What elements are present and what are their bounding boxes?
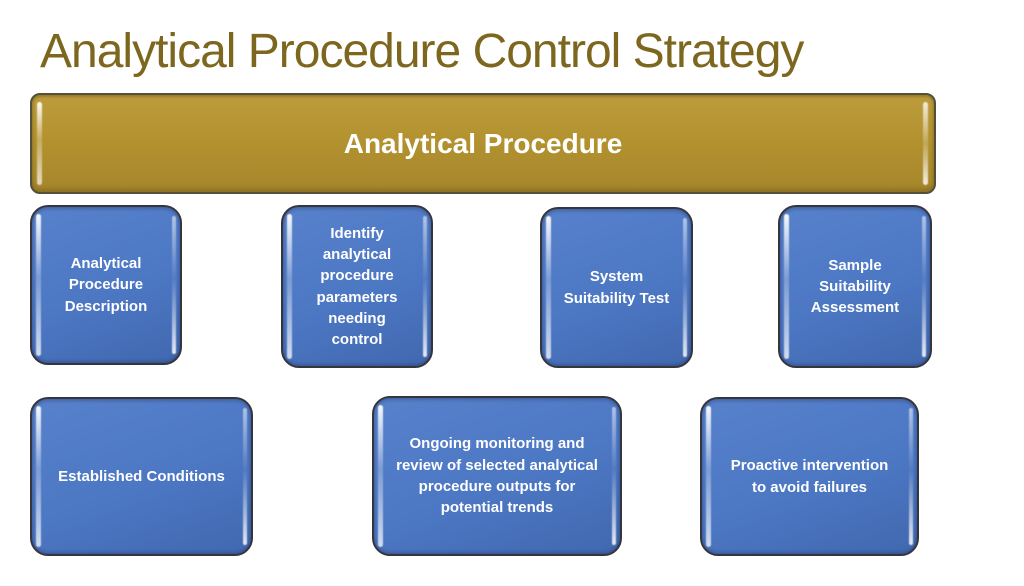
box-proactive-intervention: Proactive intervention to avoid failures xyxy=(700,397,919,556)
box-label: Proactive intervention to avoid failures xyxy=(730,457,889,496)
box-label: Identify analytical procedure parameters… xyxy=(316,224,398,349)
banner-analytical-procedure: Analytical Procedure xyxy=(30,93,936,194)
box-label: Sample Suitability Assessment xyxy=(810,256,900,317)
box-identify-parameters-needing-control: Identify analytical procedure parameters… xyxy=(281,205,433,368)
box-label: Analytical Procedure Description xyxy=(64,255,148,315)
box-label: Established Conditions xyxy=(58,467,225,485)
box-analytical-procedure-description: Analytical Procedure Description xyxy=(30,205,182,365)
box-ongoing-monitoring-review: Ongoing monitoring and review of selecte… xyxy=(372,396,622,556)
banner-label: Analytical Procedure xyxy=(343,127,623,159)
box-system-suitability-test: System Suitability Test xyxy=(540,207,693,368)
page-title: Analytical Procedure Control Strategy xyxy=(40,25,804,78)
box-label: Ongoing monitoring and review of selecte… xyxy=(396,435,598,517)
box-sample-suitability-assessment: Sample Suitability Assessment xyxy=(778,205,932,368)
box-label: System Suitability Test xyxy=(563,268,670,307)
box-established-conditions: Established Conditions xyxy=(30,397,253,556)
